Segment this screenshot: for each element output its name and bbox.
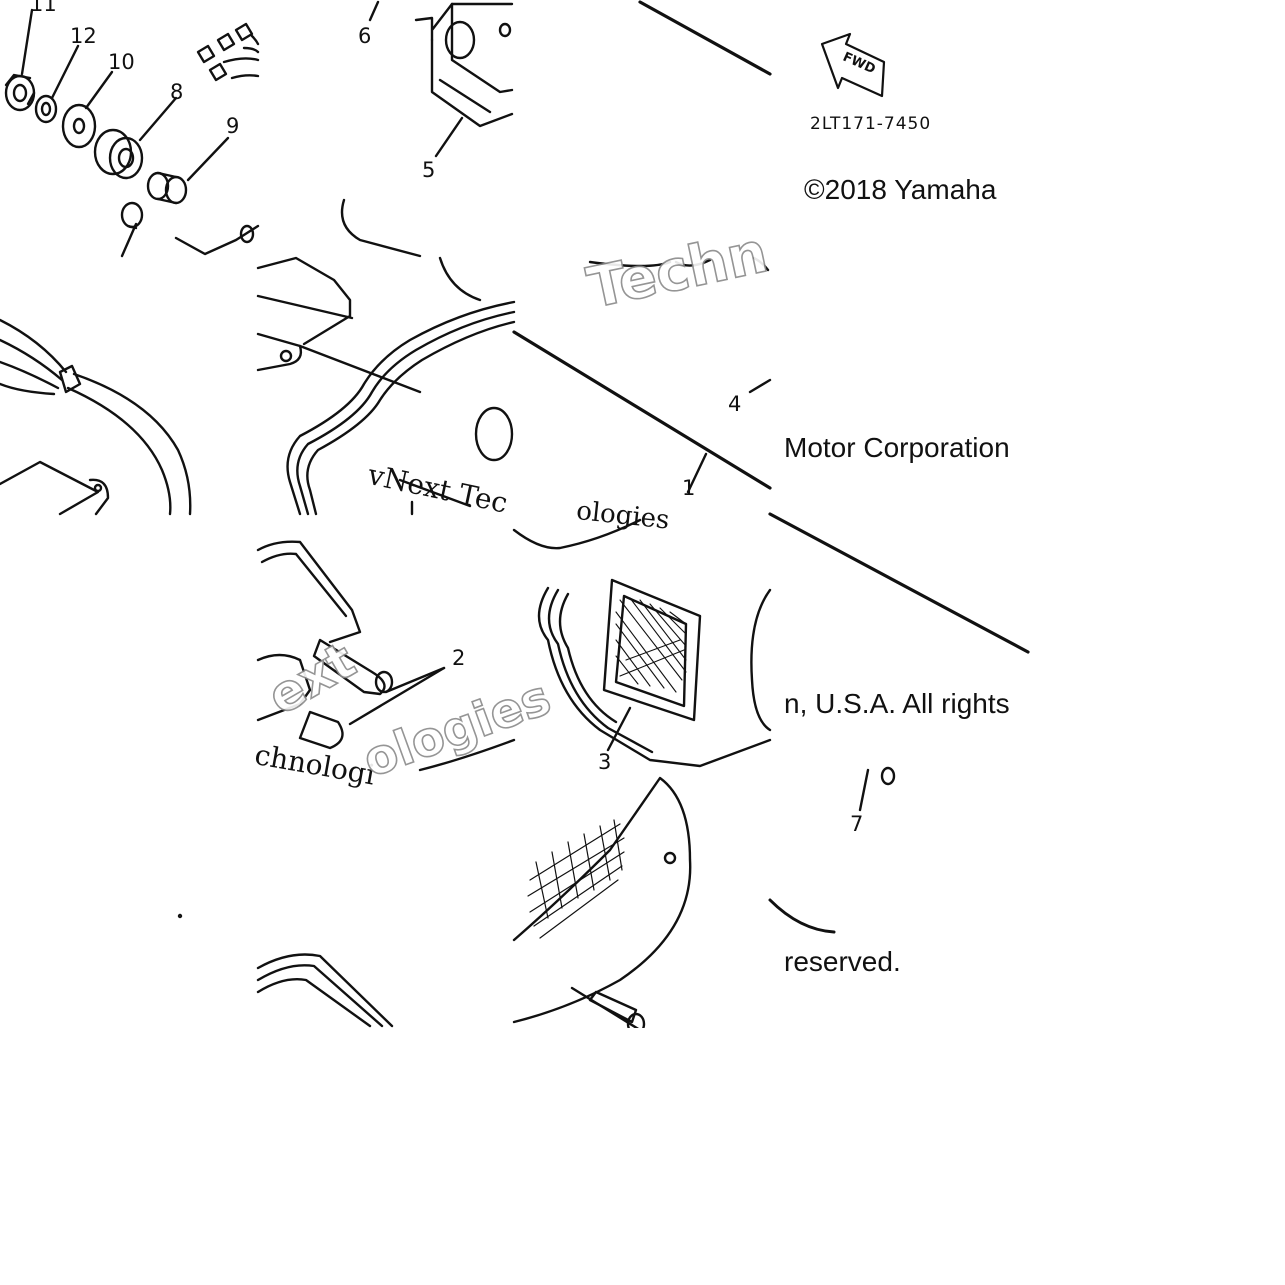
callout-4: 4: [728, 392, 742, 416]
leader-4: [748, 378, 772, 394]
lens-honeycomb: [527, 819, 625, 939]
leader-6: [368, 0, 380, 22]
collar-part-9: [146, 171, 188, 205]
grommet-part-8: [93, 128, 144, 180]
copyright-line-2: Motor Corporation: [784, 432, 1010, 463]
diagram-part-number: 2LT171-7450: [810, 114, 932, 134]
reflector-part-3: [512, 518, 772, 768]
copyright-line-3: n, U.S.A. All rights: [784, 688, 1010, 719]
callout-7: 7: [850, 812, 864, 836]
taillight-housing-lower: [256, 953, 394, 1028]
leader-3: [606, 706, 632, 752]
taillight-housing-middle: [256, 540, 516, 772]
leader-7: [858, 768, 870, 812]
leader-5: [434, 116, 464, 158]
screw-bottom: [570, 986, 646, 1036]
washer-part-10: [61, 103, 97, 149]
taillight-housing-upper: [286, 300, 516, 516]
washer-part-12: [34, 94, 58, 124]
leader-2a: [384, 666, 446, 694]
callout-1: 1: [682, 476, 696, 500]
nut-part-11: [4, 73, 36, 112]
callout-2: 2: [452, 646, 466, 670]
bracket-part-5: [414, 2, 514, 128]
callout-10: 10: [108, 50, 135, 74]
plate-lower-left: [0, 460, 110, 516]
copyright-line-4: reserved.: [784, 946, 901, 977]
callout-12: 12: [70, 24, 97, 48]
reflector-hatching: [615, 597, 687, 693]
callout-9: 9: [226, 114, 240, 138]
leader-2b: [348, 666, 446, 726]
callout-3: 3: [598, 750, 612, 774]
blank-bottom-area: [0, 1028, 1285, 1285]
mudguard-arm-lower: [768, 512, 1030, 654]
leader-10: [84, 70, 114, 110]
mudguard-end: [768, 898, 836, 934]
callout-11: 11: [30, 0, 57, 16]
leader-12: [50, 44, 80, 100]
leader-1: [686, 452, 708, 494]
wire-harness: [0, 318, 192, 516]
wire-connectors: [196, 22, 260, 82]
bracket-edge: [174, 224, 260, 256]
license-light-lens: [512, 776, 692, 1024]
leader-8: [138, 96, 178, 142]
mudguard-top-edge: [638, 0, 772, 76]
screw-head-7: [880, 766, 896, 786]
callout-6: 6: [358, 24, 372, 48]
taillight-mount: [256, 256, 482, 394]
mudguard-arm: [512, 256, 772, 490]
copyright-line-1: ©2018 Yamaha: [804, 174, 997, 205]
leader-9: [186, 136, 230, 182]
screw-lower-left: [120, 201, 144, 258]
housing-top-edge: [340, 198, 422, 258]
callout-5: 5: [422, 158, 436, 182]
callout-8: 8: [170, 80, 184, 104]
fwd-arrow-icon: [820, 32, 886, 98]
leader-11: [20, 8, 34, 76]
